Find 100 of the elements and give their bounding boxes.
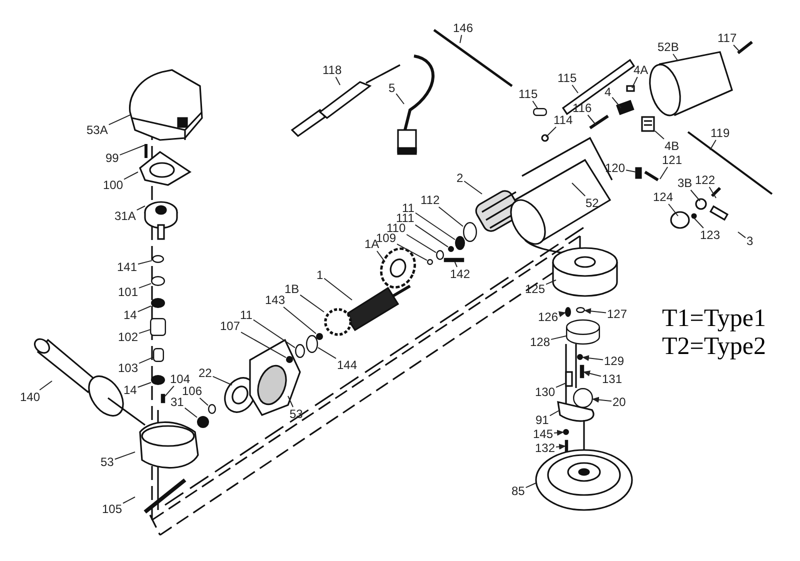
round-part	[565, 307, 571, 317]
leader-line	[39, 380, 52, 390]
callout-number: 105	[101, 502, 124, 516]
leader-line	[438, 206, 464, 227]
callout-number: 102	[117, 330, 140, 344]
leader-line	[138, 356, 154, 364]
callout-number: 122	[694, 173, 716, 187]
leader-line	[572, 182, 586, 196]
callout-number: 100	[102, 178, 124, 192]
callout-number: 119	[710, 126, 731, 140]
sleeve-part	[150, 318, 166, 336]
leader-line	[184, 407, 198, 418]
leader-line	[164, 386, 174, 397]
round-part	[573, 388, 593, 408]
callout-number: 85	[510, 484, 526, 498]
leader-line	[138, 260, 152, 265]
callout-number: 3	[746, 234, 754, 248]
callout-number: 2	[456, 171, 464, 185]
leader-line	[584, 308, 606, 314]
leader-line	[582, 355, 604, 362]
leader-line	[660, 166, 668, 180]
callout-number: 4B	[664, 139, 680, 153]
callout-number: 53A	[86, 123, 109, 137]
round-part	[455, 236, 465, 250]
sleeve-part	[153, 348, 164, 362]
round-part	[197, 416, 209, 428]
callout-number: 115	[518, 87, 539, 101]
callout-number: 114	[552, 113, 574, 127]
leader-line	[137, 382, 152, 388]
leader-line	[556, 444, 566, 450]
round-part	[306, 335, 318, 353]
callout-number: 118	[322, 63, 343, 77]
round-part	[151, 276, 165, 286]
leader-line	[654, 130, 664, 140]
round-part	[463, 222, 477, 242]
leader-line	[396, 93, 404, 104]
callout-number: 1B	[284, 282, 300, 296]
callout-number: 141	[116, 260, 138, 274]
callout-number: 11	[239, 308, 254, 322]
leader-line	[710, 140, 716, 150]
callout-number: 99	[104, 151, 120, 165]
leader-line	[546, 126, 557, 138]
callout-number: 52B	[656, 40, 680, 54]
callout-number: 116	[572, 101, 593, 115]
callout-number: 125	[524, 282, 546, 296]
callout-number: 22	[198, 366, 213, 380]
callout-number: 4	[604, 85, 612, 99]
round-part	[151, 298, 165, 308]
callout-number: 31	[170, 395, 185, 409]
leader-line	[525, 482, 536, 488]
leader-line	[414, 224, 448, 248]
callout-number: 126	[537, 310, 560, 324]
pin-part	[444, 258, 464, 262]
callout-number: 101	[117, 285, 140, 299]
pin-part	[161, 394, 165, 403]
round-part	[286, 356, 293, 363]
leader-line	[335, 76, 340, 86]
callout-number: 91	[534, 413, 550, 427]
callout-number: 104	[169, 372, 192, 386]
pin-part	[565, 440, 568, 452]
callout-number: 53	[288, 407, 304, 421]
leader-line	[288, 396, 294, 408]
callout-number: 127	[606, 307, 628, 321]
callout-number: 142	[449, 267, 472, 281]
leader-line	[460, 34, 462, 44]
callout-number: 120	[604, 161, 626, 175]
callout-number: 143	[264, 293, 286, 307]
leader-line	[672, 54, 678, 62]
callout-number: 106	[181, 384, 204, 398]
callout-number: 31A	[114, 209, 137, 223]
leader-line	[583, 370, 602, 377]
callout-number: 140	[19, 390, 42, 404]
leader-line	[376, 250, 386, 262]
leader-line	[124, 172, 138, 180]
leader-line	[554, 430, 564, 436]
callout-number: 121	[661, 153, 684, 167]
callout-number: 132	[534, 441, 556, 455]
housing-part	[566, 320, 600, 344]
round-part	[324, 308, 352, 336]
sleeve-part	[533, 108, 547, 116]
round-part	[427, 259, 433, 265]
callout-number: 1A	[364, 237, 380, 251]
leader-line	[114, 452, 136, 460]
leader-line	[694, 218, 704, 228]
leader-line	[396, 244, 428, 261]
round-part	[208, 404, 216, 414]
callout-number: 5	[388, 81, 396, 95]
leader-line	[406, 234, 436, 254]
leader-line	[587, 114, 596, 126]
round-part	[295, 344, 305, 358]
round-part	[316, 333, 323, 340]
round-part	[152, 255, 164, 263]
leader-line	[414, 212, 456, 240]
leader-line	[108, 114, 130, 126]
type-key-note: T2=Type2	[662, 334, 766, 359]
leader-line	[572, 84, 578, 94]
callout-number: 146	[452, 21, 474, 35]
leader-line	[546, 280, 556, 285]
callout-number: 14	[122, 383, 138, 397]
callout-number: 144	[336, 358, 358, 372]
